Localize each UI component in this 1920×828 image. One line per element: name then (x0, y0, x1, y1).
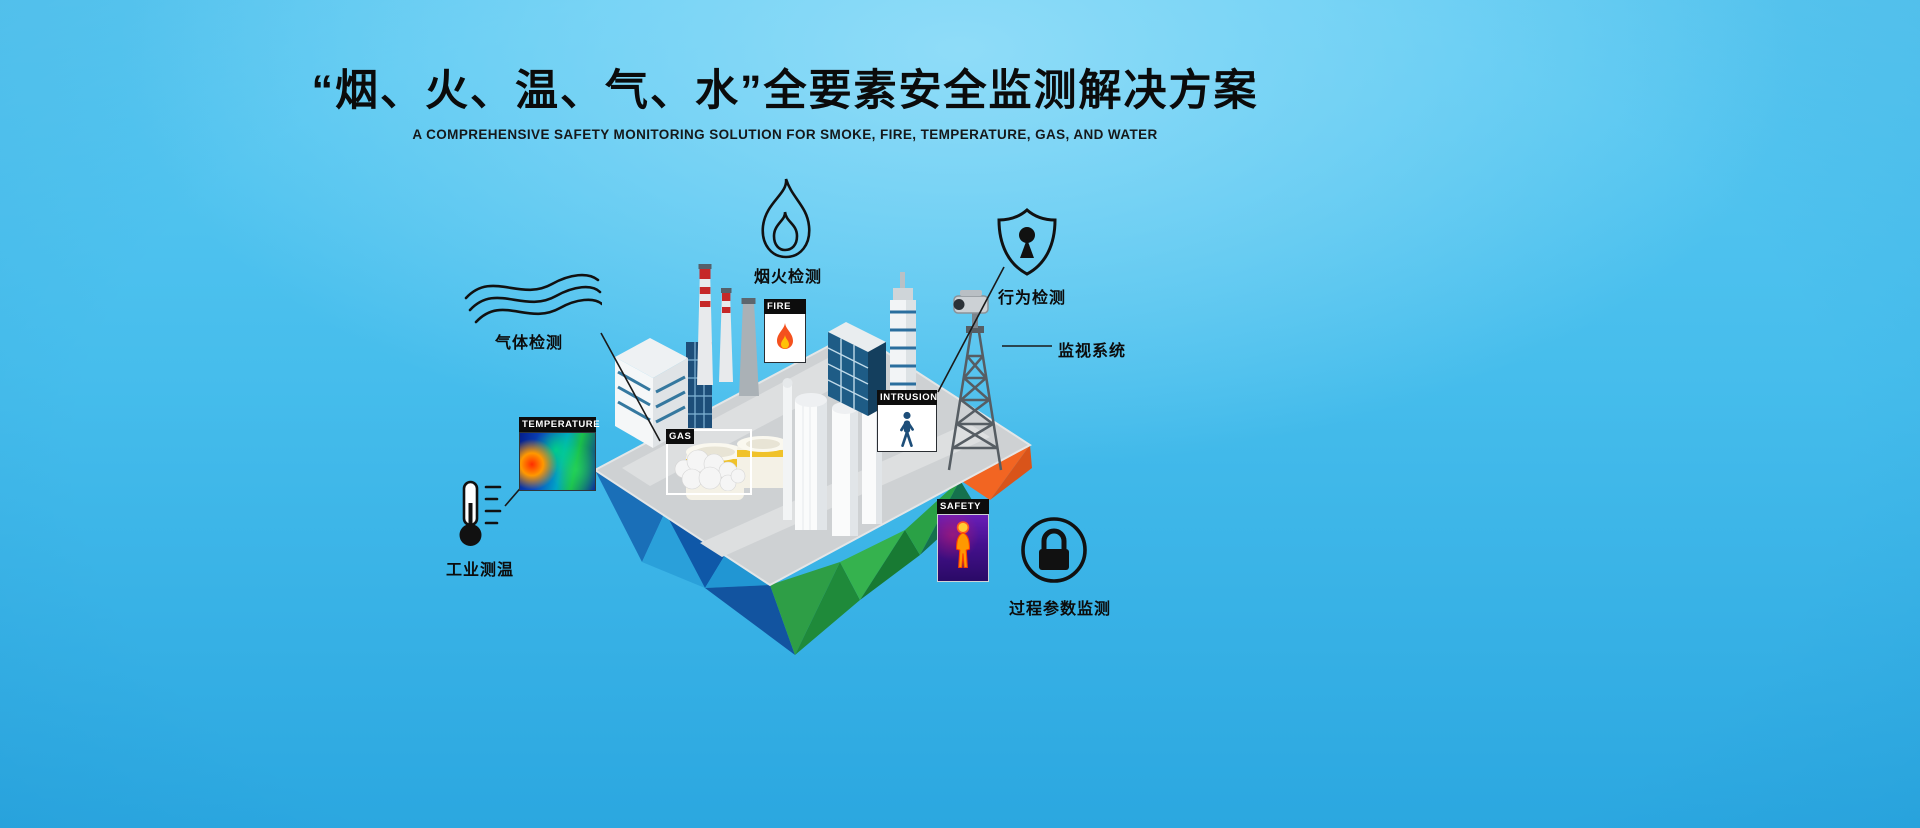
gas-tag: GAS (666, 429, 752, 495)
gas-detection-callout (462, 266, 604, 335)
process-params-callout (1019, 515, 1089, 590)
person-icon (900, 411, 914, 447)
callout-lines (504, 266, 1052, 507)
intrusion-image (877, 404, 937, 452)
gas-tag-label: GAS (666, 429, 695, 444)
intrusion-tag-label: INTRUSION (877, 390, 937, 405)
surveillance-label: 监视系统 (1057, 343, 1126, 360)
surveillance-camera-icon (953, 290, 989, 328)
temperature-thermal-image (519, 431, 596, 491)
industrial-temp-label: 工业测温 (445, 562, 514, 579)
temperature-tag: TEMPERATURE (519, 417, 600, 491)
industrial-plant (615, 264, 916, 536)
behavior-callout (994, 206, 1060, 283)
safety-tag-label: SAFETY (937, 499, 989, 514)
safety-thermal-image (937, 513, 989, 582)
safety-tag: SAFETY (937, 499, 989, 582)
gas-detection-label: 气体检测 (494, 335, 563, 352)
process-params-label: 过程参数监测 (1008, 601, 1111, 618)
lattice-tower (947, 326, 1003, 471)
smoke-fire-callout (752, 176, 820, 267)
shield-keyhole-icon (997, 208, 1057, 276)
thermal-person-icon (955, 520, 971, 568)
temperature-tag-label: TEMPERATURE (519, 417, 600, 432)
lock-circle-icon (1021, 517, 1087, 583)
intrusion-tag: INTRUSION (877, 390, 937, 452)
industrial-temp-callout (452, 477, 508, 556)
smoke-waves-icon (464, 273, 604, 324)
fire-image (764, 313, 806, 363)
fire-flame-icon (777, 322, 793, 349)
gas-smoke-puffs (674, 449, 746, 492)
flame-drop-icon (761, 178, 811, 259)
fire-tag-label: FIRE (764, 299, 806, 314)
island-underside (595, 445, 1032, 655)
smoke-fire-label: 烟火检测 (754, 269, 823, 286)
page-subtitle: A COMPREHENSIVE SAFETY MONITORING SOLUTI… (412, 127, 1158, 142)
thermometer-icon (459, 480, 502, 546)
page-title: “烟、火、温、气、水”全要素安全监测解决方案 (311, 67, 1259, 115)
fire-tag: FIRE (764, 299, 806, 363)
behavior-label: 行为检测 (998, 290, 1067, 307)
